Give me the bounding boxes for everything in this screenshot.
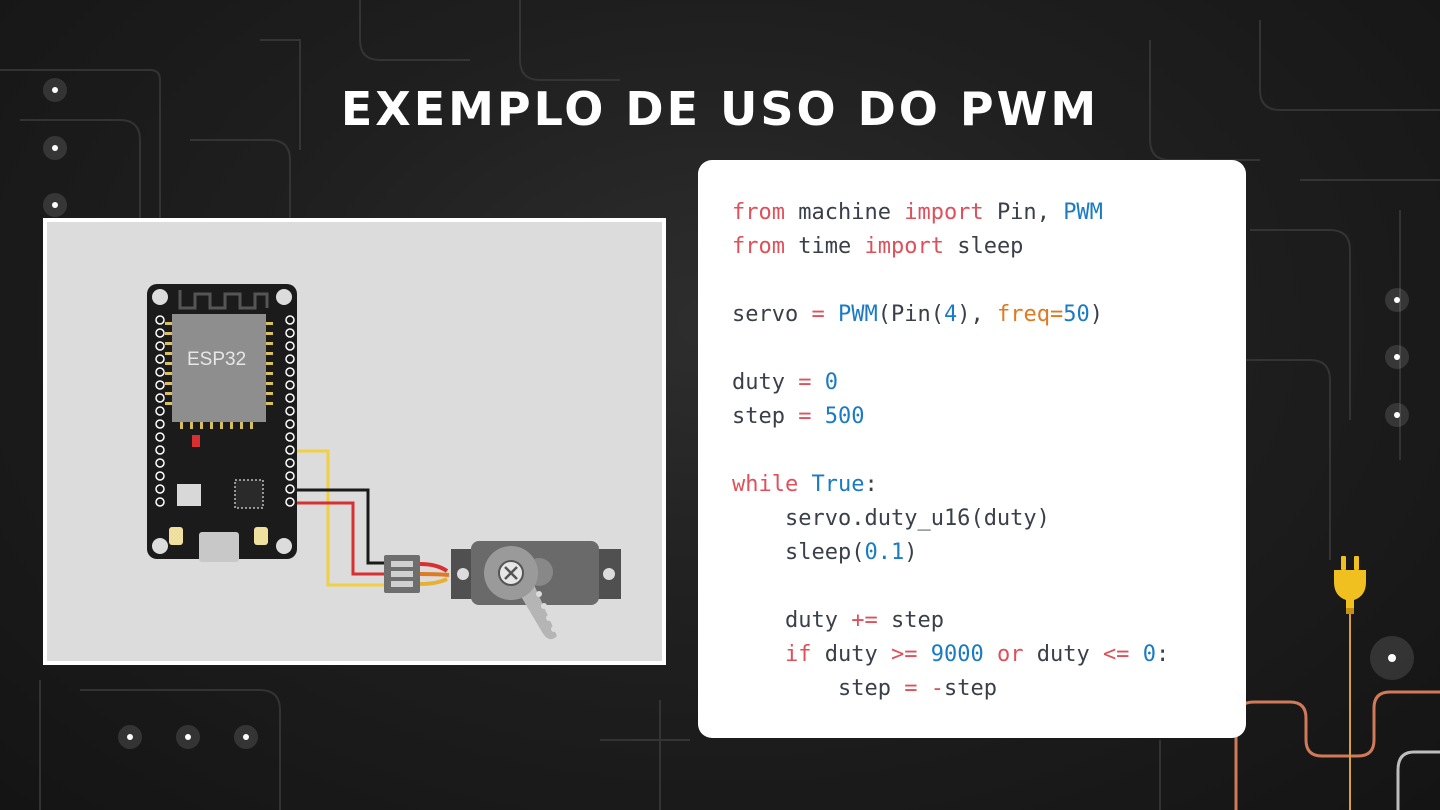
code-line: ​ [732,264,1246,298]
code-line: step = -step [837,676,997,701]
code-line: from time import sleep [732,234,1024,259]
code-line: duty = 0 [732,370,838,395]
code-line: duty += step [784,608,944,633]
signal-wire [290,449,388,587]
code-line: step = 500 [732,404,865,429]
code-line: ​ [732,332,1246,366]
code-block: from machine import Pin, PWM from time im… [732,196,1246,706]
gnd-wire [290,488,388,565]
code-line: servo = PWM(Pin(4), freq=50) [732,302,1103,327]
code-line: from machine import Pin, PWM [732,200,1103,225]
code-line: ​ [732,434,1246,468]
plug-icon [1334,556,1366,614]
circuit-illustration: ESP32 [147,284,621,640]
code-line: while True: [732,472,878,497]
circuit-diagram-canvas: ESP32 [47,222,662,661]
esp32-chip-label: ESP32 [187,349,246,370]
servo-motor [451,541,621,640]
code-line: ​ [732,570,1246,604]
esp32-board: ESP32 [147,284,297,562]
servo-connector [384,555,450,593]
code-line: servo.duty_u16(duty) [784,506,1050,531]
code-line: if duty >= 9000 or duty <= 0: [784,642,1170,667]
circuit-diagram: ESP32 [43,218,666,665]
vcc-wire [290,501,388,576]
code-card: from machine import Pin, PWM from time im… [698,160,1246,738]
code-line: sleep(0.1) [784,540,918,565]
slide-title: EXEMPLO DE USO DO PWM [340,82,1100,136]
